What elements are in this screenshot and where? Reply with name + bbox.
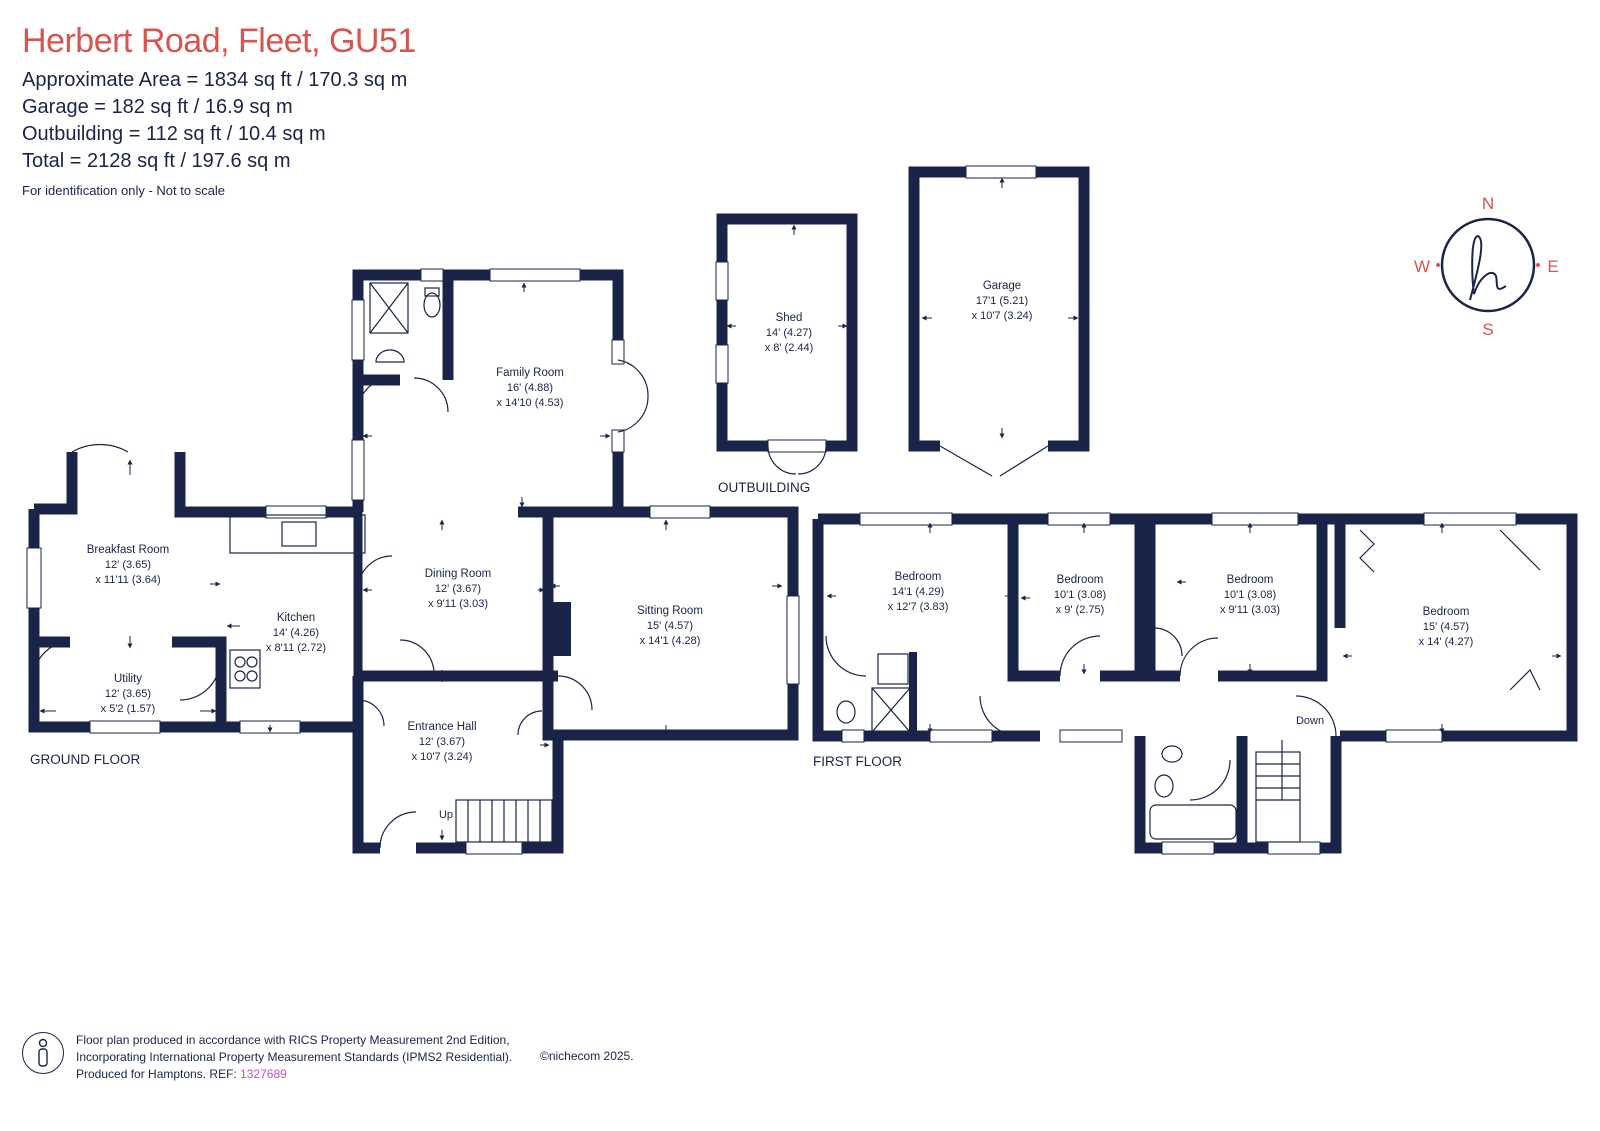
shed-dim2: x 8' (2.44) bbox=[765, 342, 814, 354]
bedroom2-name: Bedroom bbox=[1057, 574, 1104, 586]
rics-person-icon bbox=[22, 1032, 64, 1074]
ground-bathroom-fixtures bbox=[33, 282, 649, 849]
ground-arrows bbox=[39, 282, 783, 841]
kitchen-dim2: x 8'11 (2.72) bbox=[266, 642, 326, 654]
floor-labels: GROUND FLOOR FIRST FLOOR OUTBUILDING bbox=[30, 480, 902, 769]
garage-dim1: 17'1 (5.21) bbox=[976, 295, 1028, 307]
shed-name: Shed bbox=[776, 312, 803, 324]
utility-dim1: 12' (3.65) bbox=[105, 688, 151, 700]
footer-line2: Incorporating International Property Mea… bbox=[76, 1050, 513, 1064]
copyright: ©nichecom 2025. bbox=[540, 1049, 634, 1063]
shed-walls bbox=[716, 213, 858, 452]
page-title: Herbert Road, Fleet, GU51 bbox=[22, 22, 416, 60]
entrance-hall-name: Entrance Hall bbox=[407, 721, 476, 733]
family-room-name: Family Room bbox=[496, 367, 564, 379]
entrance-hall-dim2: x 10'7 (3.24) bbox=[412, 751, 473, 763]
first-floor-fixtures bbox=[825, 529, 1541, 843]
family-room-dim2: x 14'10 (4.53) bbox=[497, 397, 564, 409]
utility-name: Utility bbox=[114, 673, 142, 685]
first-floor bbox=[812, 513, 1578, 854]
compass-south: S bbox=[1482, 320, 1493, 339]
fireplace bbox=[553, 602, 571, 656]
compass: N S W E bbox=[1414, 194, 1559, 339]
approx-area: Approximate Area = 1834 sq ft / 170.3 sq… bbox=[22, 69, 408, 91]
garage-walls bbox=[908, 166, 1090, 452]
garage-area: Garage = 182 sq ft / 16.9 sq m bbox=[22, 96, 293, 118]
sitting-room-dim1: 15' (4.57) bbox=[647, 620, 693, 632]
kitchen-name: Kitchen bbox=[277, 612, 315, 624]
disclaimer-note: For identification only - Not to scale bbox=[22, 183, 226, 198]
compass-north: N bbox=[1482, 194, 1494, 213]
family-room-walls bbox=[352, 269, 624, 518]
bedroom2-dim2: x 9' (2.75) bbox=[1056, 604, 1105, 616]
sitting-room-dim2: x 14'1 (4.28) bbox=[640, 635, 701, 647]
ground-floor-label: GROUND FLOOR bbox=[30, 752, 141, 767]
outbuilding-label: OUTBUILDING bbox=[718, 480, 810, 495]
hamptons-h-logo-icon bbox=[1469, 234, 1507, 301]
bedroom1-dim1: 14'1 (4.29) bbox=[892, 586, 944, 598]
footer-line1: Floor plan produced in accordance with R… bbox=[76, 1033, 510, 1047]
garage-name: Garage bbox=[983, 280, 1021, 292]
sitting-room-name: Sitting Room bbox=[637, 605, 703, 617]
stairs-down-label: Down bbox=[1296, 715, 1324, 727]
compass-east: E bbox=[1547, 257, 1558, 276]
compass-west: W bbox=[1414, 257, 1430, 276]
bedroom3-walls bbox=[1144, 519, 1328, 682]
dining-room-name: Dining Room bbox=[425, 568, 491, 580]
utility-dim2: x 5'2 (1.57) bbox=[101, 703, 156, 715]
outbuilding-area: Outbuilding = 112 sq ft / 10.4 sq m bbox=[22, 123, 326, 145]
reference-number: 1327689 bbox=[240, 1067, 287, 1081]
total-area: Total = 2128 sq ft / 197.6 sq m bbox=[22, 150, 291, 172]
footer-line3: Produced for Hamptons. REF: bbox=[76, 1067, 237, 1081]
room-labels: Breakfast Room 12' (3.65) x 11'11 (3.64)… bbox=[87, 280, 1474, 821]
shed-dim1: 14' (4.27) bbox=[766, 327, 812, 339]
bedroom4-dim1: 15' (4.57) bbox=[1423, 621, 1469, 633]
outbuilding bbox=[716, 166, 1090, 452]
breakfast-room-dim1: 12' (3.65) bbox=[105, 559, 151, 571]
header: Herbert Road, Fleet, GU51 Approximate Ar… bbox=[22, 22, 416, 198]
bedroom1-name: Bedroom bbox=[895, 571, 942, 583]
bedroom1-dim2: x 12'7 (3.83) bbox=[888, 601, 949, 613]
family-room-dim1: 16' (4.88) bbox=[507, 382, 553, 394]
breakfast-kitchen-walls bbox=[28, 452, 360, 733]
entrance-hall-dim1: 12' (3.67) bbox=[419, 736, 465, 748]
bedroom4-dim2: x 14' (4.27) bbox=[1419, 636, 1474, 648]
dining-room-dim2: x 9'11 (3.03) bbox=[428, 598, 488, 610]
stairs-up-label: Up bbox=[439, 809, 453, 821]
breakfast-room-name: Breakfast Room bbox=[87, 544, 169, 556]
wc-walls bbox=[358, 275, 454, 386]
garage-dim2: x 10'7 (3.24) bbox=[972, 310, 1033, 322]
dining-room-dim1: 12' (3.67) bbox=[435, 583, 481, 595]
bedroom1-walls bbox=[1007, 519, 1146, 682]
kitchen-dim1: 14' (4.26) bbox=[273, 627, 319, 639]
first-floor-label: FIRST FLOOR bbox=[813, 754, 902, 769]
footer: Floor plan produced in accordance with R… bbox=[22, 1032, 634, 1083]
entrance-hall-walls bbox=[352, 670, 564, 854]
bedroom2-dim1: 10'1 (3.08) bbox=[1054, 589, 1106, 601]
bedroom3-dim1: 10'1 (3.08) bbox=[1224, 589, 1276, 601]
bedroom3-name: Bedroom bbox=[1227, 574, 1274, 586]
bedroom3-dim2: x 9'11 (3.03) bbox=[1220, 604, 1280, 616]
bedroom4-name: Bedroom bbox=[1423, 606, 1470, 618]
ground-floor bbox=[28, 269, 799, 854]
breakfast-room-dim2: x 11'11 (3.64) bbox=[95, 574, 160, 586]
